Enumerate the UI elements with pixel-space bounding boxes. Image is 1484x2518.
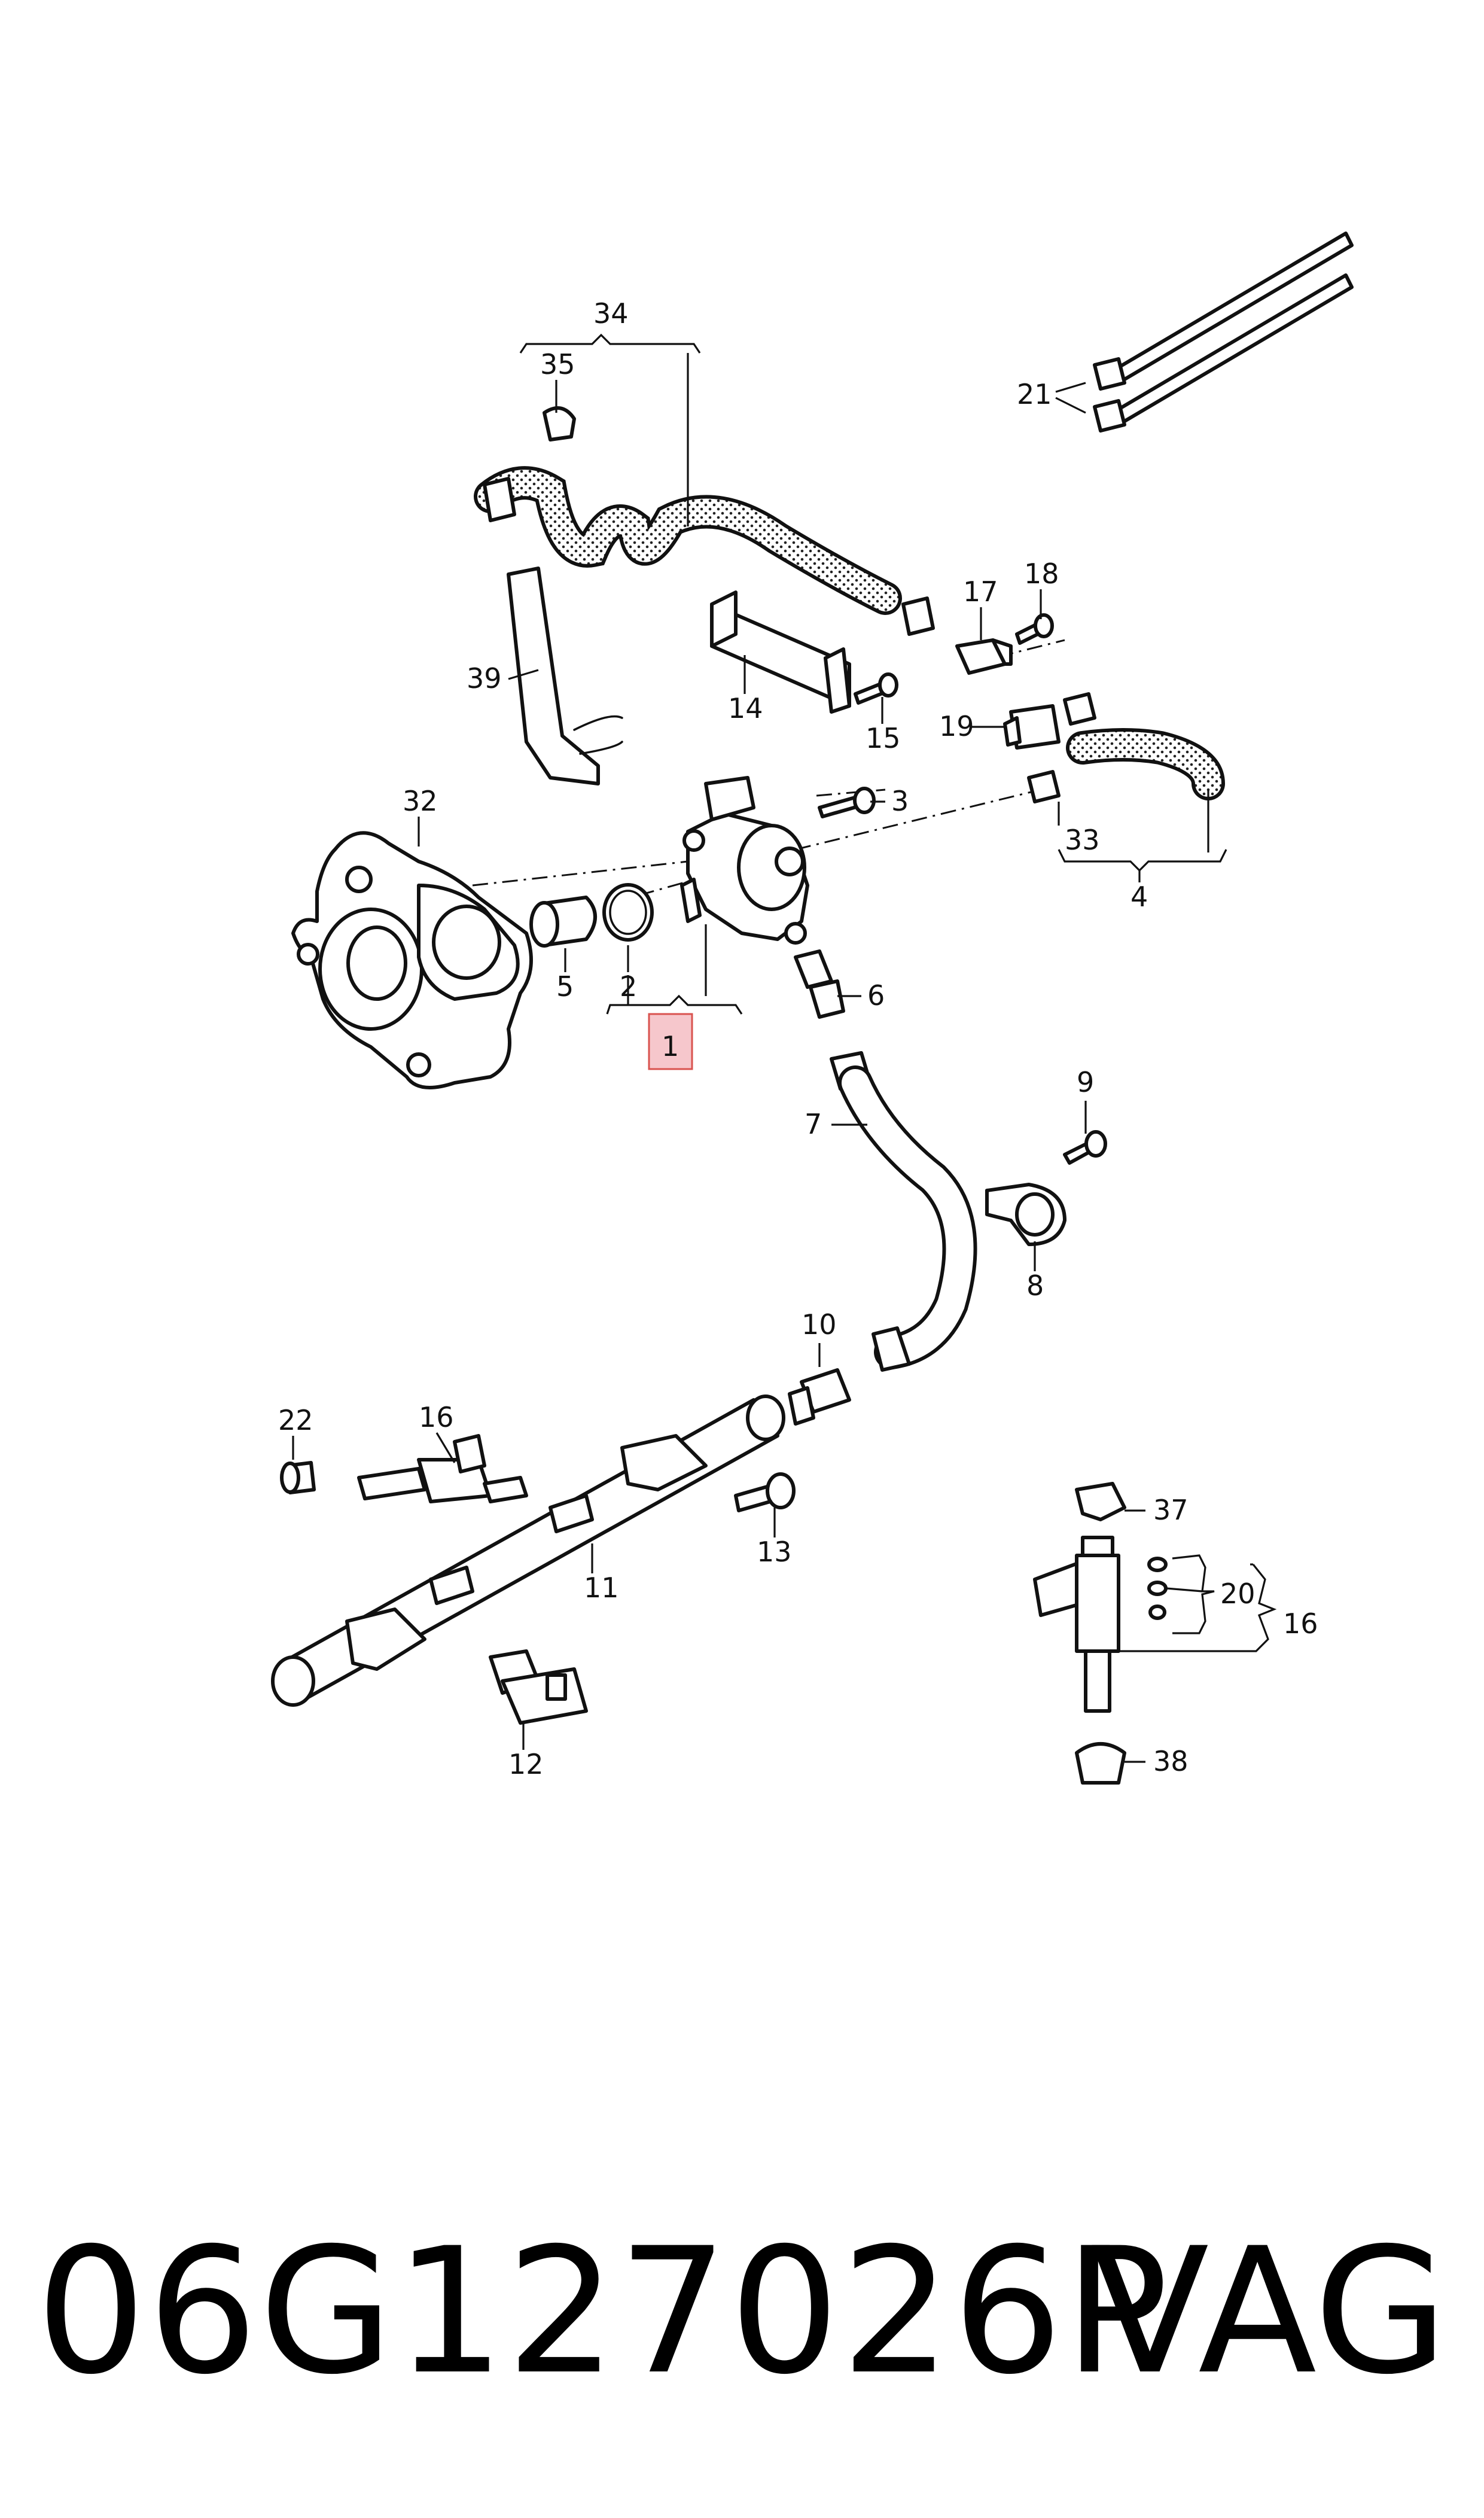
callout-1: 1: [662, 1030, 679, 1062]
fuel-rail: [271, 1395, 785, 1707]
hose-clip: [1027, 692, 1096, 803]
callout-33: 33: [1065, 824, 1100, 856]
vent-hose: [1066, 728, 1225, 800]
union-fitting: [794, 949, 845, 1019]
callout-37: 37: [1153, 1494, 1189, 1526]
o-ring: [602, 883, 654, 942]
vent-pipe: [507, 567, 623, 785]
cable-ties: [1093, 232, 1354, 433]
sensor: [1003, 704, 1061, 750]
pressure-sender: [489, 1649, 588, 1725]
callout-3: 3: [891, 785, 909, 817]
clamp-bolt: [1063, 1130, 1107, 1165]
callout-5: 5: [556, 970, 574, 1003]
callout-16-right: 16: [1283, 1607, 1318, 1640]
injector-left: [357, 1434, 528, 1503]
callout-labels: 1 2 3 4 5 6 7 8 9 10 11 12 13 14 15 16 1…: [278, 297, 1318, 1780]
sleeve: [529, 896, 597, 948]
brand-name: VAG: [1090, 2211, 1448, 2413]
callout-2: 2: [620, 970, 637, 1003]
union-fitting-rail: [788, 1368, 851, 1426]
callout-22: 22: [278, 1404, 313, 1436]
vacuum-pump-housing: [291, 831, 533, 1089]
bolt: [818, 787, 876, 818]
leader-lines: [292, 333, 1277, 1763]
callout-21: 21: [1017, 378, 1052, 410]
callout-16-left: 16: [419, 1401, 454, 1433]
valve-bolt: [1015, 613, 1054, 645]
callout-19: 19: [939, 710, 974, 742]
breather-hose: [474, 406, 935, 636]
callout-35: 35: [540, 348, 575, 380]
callout-15: 15: [866, 722, 901, 754]
callout-18: 18: [1024, 558, 1059, 590]
bracket: [710, 590, 851, 714]
bracket-bolt: [854, 672, 898, 705]
pipe-clamp: [985, 1183, 1066, 1246]
callout-20: 20: [1220, 1578, 1256, 1610]
callout-32: 32: [403, 785, 438, 817]
callout-14: 14: [728, 692, 763, 724]
callout-9: 9: [1077, 1066, 1094, 1098]
callout-11: 11: [584, 1572, 619, 1604]
callout-6: 6: [867, 979, 885, 1012]
callout-38: 38: [1153, 1745, 1189, 1777]
bolt-22: [280, 1461, 316, 1494]
fuel-line: [830, 1051, 977, 1372]
callout-17: 17: [963, 576, 998, 608]
part-number: 06G127026P: [36, 2211, 1170, 2413]
rail-bolt: [734, 1472, 796, 1512]
callout-8: 8: [1026, 1269, 1044, 1302]
callout-34: 34: [593, 297, 629, 330]
valve: [955, 638, 1013, 675]
callout-39: 39: [467, 662, 502, 695]
callout-13: 13: [757, 1536, 792, 1568]
callout-7: 7: [805, 1108, 822, 1140]
injector-right: [1033, 1482, 1168, 1785]
callout-12: 12: [508, 1748, 544, 1780]
callout-10: 10: [802, 1308, 837, 1341]
highlight-box: [648, 1013, 693, 1070]
callout-4: 4: [1130, 881, 1148, 913]
high-pressure-fuel-pump: [680, 776, 809, 945]
